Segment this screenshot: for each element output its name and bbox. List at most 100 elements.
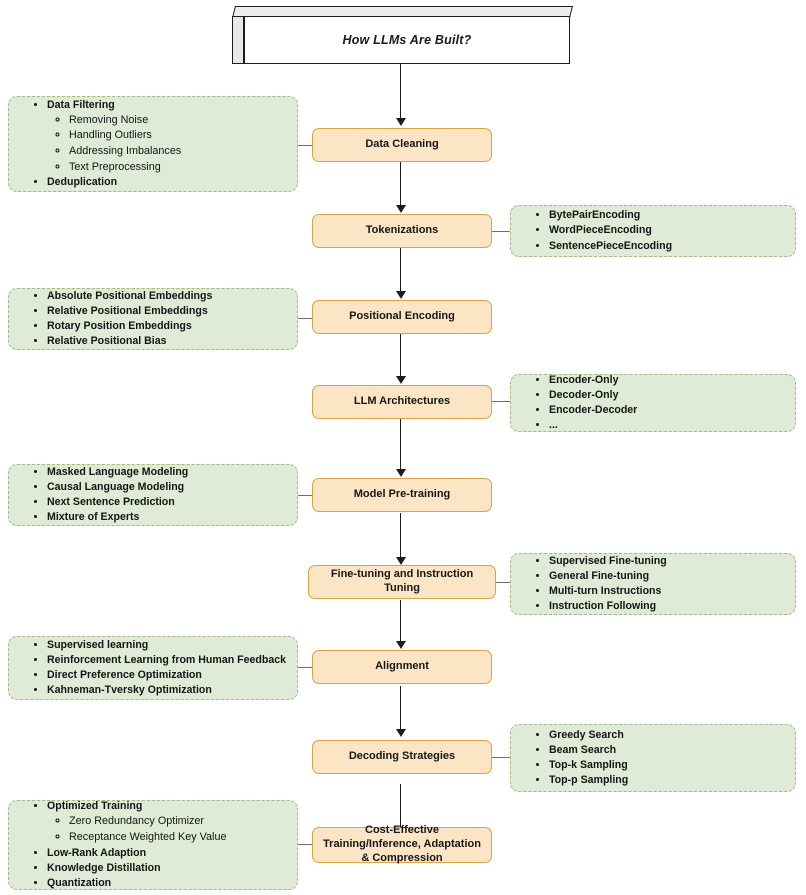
detail-item: SentencePieceEncoding (549, 239, 785, 254)
detail-item: Causal Language Modeling (47, 480, 287, 495)
detail-item: Quantization (47, 876, 287, 891)
stage-label: Decoding Strategies (348, 750, 456, 763)
stage-label: Positional Encoding (349, 310, 455, 323)
stage-label: LLM Architectures (353, 395, 451, 408)
detail-item: WordPieceEncoding (549, 223, 785, 238)
detail-item: Relative Positional Bias (47, 334, 287, 349)
detail-subitem: Handling Outliers (69, 128, 309, 144)
page-title: How LLMs Are Built? (342, 33, 472, 47)
detail-item: Low-Rank Adaption (47, 846, 287, 861)
detail-item: Reinforcement Learning from Human Feedba… (47, 653, 287, 668)
stage-cost-effective-training[interactable]: Cost-Effective Training/Inference, Adapt… (312, 824, 492, 864)
link-cost-effective-details (296, 844, 314, 846)
detail-subitem: Receptance Weighted Key Value (69, 830, 309, 846)
detail-subitem: Addressing Imbalances (69, 144, 309, 160)
stage-model-pre-training[interactable]: Model Pre-training (312, 478, 492, 512)
detail-item: Masked Language Modeling (47, 465, 287, 480)
detail-list: Data FilteringRemoving NoiseHandling Out… (13, 98, 287, 191)
detail-item: Kahneman-Tversky Optimization (47, 683, 287, 698)
detail-item: Supervised Fine-tuning (549, 554, 785, 569)
detail-list: Absolute Positional EmbeddingsRelative P… (13, 289, 287, 349)
details-cost-effective: Optimized TrainingZero Redundancy Optimi… (8, 800, 298, 890)
connector-decoding-strategies-to-cost-effective (400, 784, 402, 829)
connector-model-pre-training-to-fine-tuning (400, 513, 402, 559)
details-positional-encoding: Absolute Positional EmbeddingsRelative P… (8, 288, 298, 350)
detail-item: Next Sentence Prediction (47, 495, 287, 510)
detail-item: Deduplication (47, 175, 287, 190)
detail-sublist: Zero Redundancy OptimizerReceptance Weig… (47, 814, 309, 845)
stage-decoding-strategies[interactable]: Decoding Strategies (312, 740, 492, 774)
arrowhead-fine-tuning (396, 557, 406, 565)
stage-label: Data Cleaning (365, 138, 439, 151)
detail-list: BytePairEncodingWordPieceEncodingSentenc… (515, 208, 785, 253)
connector-positional-encoding-to-llm-architectures (400, 334, 402, 378)
details-decoding-strategies: Greedy SearchBeam SearchTop-k SamplingTo… (510, 724, 796, 792)
connector-tokenizations-to-positional-encoding (400, 247, 402, 292)
connector-alignment-to-decoding-strategies (400, 686, 402, 731)
stage-label: Fine-tuning and Instruction Tuning (330, 568, 474, 594)
stage-label: Alignment (375, 660, 429, 673)
link-decoding-strategies-details (490, 757, 512, 759)
arrowhead-data-cleaning (396, 118, 406, 126)
detail-subitem: Removing Noise (69, 113, 309, 129)
detail-item: BytePairEncoding (549, 208, 785, 223)
link-alignment-details (296, 667, 314, 669)
detail-item: Optimized TrainingZero Redundancy Optimi… (47, 799, 287, 845)
stage-data-cleaning[interactable]: Data Cleaning (312, 128, 492, 162)
stage-positional-encoding[interactable]: Positional Encoding (312, 300, 492, 334)
stage-label: Model Pre-training (353, 488, 451, 501)
connector-llm-architectures-to-model-pre-training (400, 419, 402, 471)
detail-list: Supervised learningReinforcement Learnin… (13, 638, 287, 698)
detail-item: Relative Positional Embeddings (47, 304, 287, 319)
detail-item: Top-p Sampling (549, 773, 785, 788)
link-model-pre-training-details (296, 495, 314, 497)
details-data-cleaning: Data FilteringRemoving NoiseHandling Out… (8, 96, 298, 192)
connector-data-cleaning-to-tokenizations (400, 159, 402, 207)
detail-item: Greedy Search (549, 728, 785, 743)
details-alignment: Supervised learningReinforcement Learnin… (8, 636, 298, 700)
connector-title-to-data-cleaning (400, 64, 402, 120)
detail-item: Beam Search (549, 743, 785, 758)
details-fine-tuning: Supervised Fine-tuningGeneral Fine-tunin… (510, 553, 796, 615)
diagram-title-box: How LLMs Are Built? (232, 6, 573, 64)
details-tokenizations: BytePairEncodingWordPieceEncodingSentenc… (510, 205, 796, 257)
stage-tokenizations[interactable]: Tokenizations (312, 214, 492, 248)
stage-label: Cost-Effective Training/Inference, Adapt… (323, 824, 481, 864)
detail-item: Data FilteringRemoving NoiseHandling Out… (47, 98, 287, 176)
link-llm-architectures-details (490, 401, 512, 403)
detail-item: Mixture of Experts (47, 510, 287, 525)
detail-item: Decoder-Only (549, 388, 785, 403)
details-llm-architectures: Encoder-OnlyDecoder-OnlyEncoder-Decoder.… (510, 374, 796, 432)
detail-item: Knowledge Distillation (47, 861, 287, 876)
arrowhead-positional-encoding (396, 291, 406, 299)
detail-item: Direct Preference Optimization (47, 668, 287, 683)
stage-alignment[interactable]: Alignment (312, 650, 492, 684)
detail-subitem: Text Preprocessing (69, 160, 309, 176)
detail-item: Supervised learning (47, 638, 287, 653)
arrowhead-model-pre-training (396, 469, 406, 477)
detail-item: Encoder-Decoder (549, 403, 785, 418)
stage-fine-tuning-and-instruction-tuning[interactable]: Fine-tuning and Instruction Tuning (308, 565, 496, 599)
title-box-side-face (232, 16, 244, 64)
detail-list: Optimized TrainingZero Redundancy Optimi… (13, 799, 287, 890)
detail-item: Rotary Position Embeddings (47, 319, 287, 334)
detail-item: Encoder-Only (549, 373, 785, 388)
detail-list: Masked Language ModelingCausal Language … (13, 465, 287, 525)
detail-item: Multi-turn Instructions (549, 584, 785, 599)
detail-item: Instruction Following (549, 599, 785, 614)
link-tokenizations-details (490, 231, 512, 233)
title-box-front-face: How LLMs Are Built? (244, 16, 570, 64)
detail-item: General Fine-tuning (549, 569, 785, 584)
details-model-pre-training: Masked Language ModelingCausal Language … (8, 464, 298, 526)
stage-label: Tokenizations (365, 224, 439, 237)
link-fine-tuning-details (494, 582, 512, 584)
detail-item: Top-k Sampling (549, 758, 785, 773)
link-data-cleaning-details (296, 145, 314, 147)
detail-list: Supervised Fine-tuningGeneral Fine-tunin… (515, 554, 785, 614)
connector-fine-tuning-to-alignment (400, 600, 402, 643)
detail-item: ... (549, 418, 785, 433)
detail-subitem: Zero Redundancy Optimizer (69, 814, 309, 830)
arrowhead-tokenizations (396, 205, 406, 213)
stage-llm-architectures[interactable]: LLM Architectures (312, 385, 492, 419)
